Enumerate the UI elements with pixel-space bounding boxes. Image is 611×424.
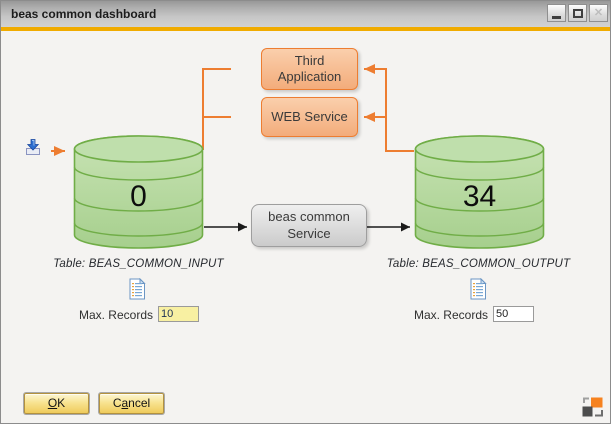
input-max-records-field[interactable] [158,306,199,322]
input-table-label: Table: BEAS_COMMON_INPUT [53,258,224,270]
beas-common-service-box: beas common Service [251,204,367,247]
output-table-label: Table: BEAS_COMMON_OUTPUT [386,258,571,270]
output-record-count: 34 [462,180,497,213]
beas-logo-icon [582,397,603,417]
cancel-button[interactable]: Cancel [99,393,164,414]
close-icon: ✕ [593,6,604,19]
output-max-records-label: Max. Records [413,308,488,322]
dashboard-canvas: Third Application WEB Service beas commo… [1,31,610,423]
import-icon[interactable] [24,138,43,157]
output-document-icon[interactable] [470,278,487,300]
close-button[interactable]: ✕ [589,4,608,22]
third-application-label: Third Application [277,52,342,84]
beas-common-service-label: beas common Service [268,209,350,241]
minimize-icon [552,15,561,19]
ok-label-mnemonic: O [47,396,58,410]
web-service-box: WEB Service [261,97,358,137]
cancel-label-pre: C [112,396,122,410]
window-controls: ✕ [547,4,608,22]
cancel-label-mnemonic: a [121,396,129,410]
maximize-icon [572,8,583,18]
ok-button[interactable]: OK [24,393,89,414]
title-bar[interactable]: beas common dashboard ✕ [1,1,610,27]
input-record-count: 0 [130,180,147,213]
web-service-label: WEB Service [271,108,348,124]
ok-label-post: K [57,396,66,410]
window-title: beas common dashboard [11,7,157,21]
input-cylinder [73,135,204,249]
minimize-button[interactable] [547,4,566,22]
output-cylinder [414,135,545,249]
cancel-label-post: ncel [128,396,151,410]
output-max-records-field[interactable] [493,306,534,322]
input-max-records-label: Max. Records [78,308,153,322]
third-application-box: Third Application [261,48,358,90]
accent-stripe [1,27,610,31]
maximize-button[interactable] [568,4,587,22]
input-document-icon[interactable] [129,278,146,300]
